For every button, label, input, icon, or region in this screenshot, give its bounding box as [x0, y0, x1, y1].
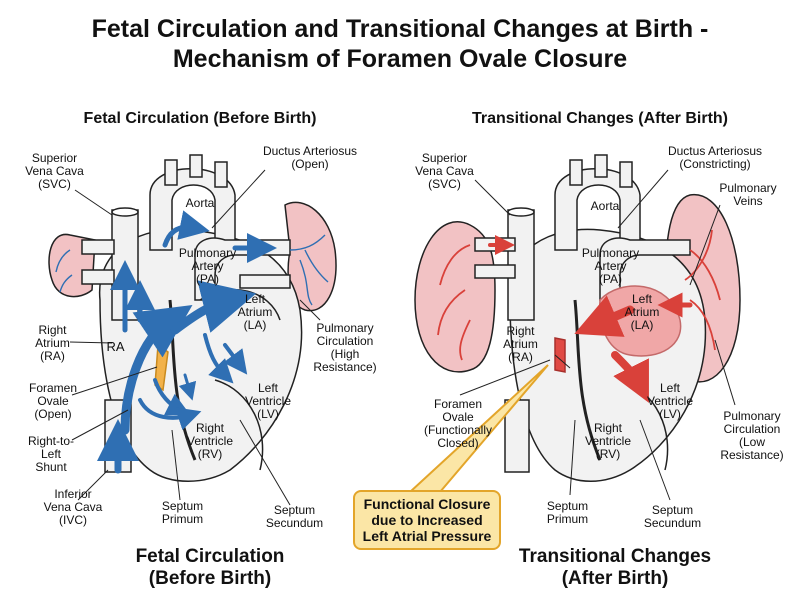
flow-rv-3 [138, 398, 202, 431]
right-label-aorta: Aorta [590, 199, 620, 213]
left-flow-arrows [97, 210, 277, 474]
right-caption: Transitional Changes(After Birth) [518, 546, 712, 589]
left-panel-heading: Fetal Circulation (Before Birth) [83, 110, 317, 127]
left-label-aorta: Aorta [185, 196, 215, 210]
right-flow-arrows [488, 235, 693, 403]
left-aorta-branch-2 [189, 154, 203, 178]
flow-shunt [120, 305, 193, 435]
right-aorta-branch-1 [569, 159, 583, 186]
right-svc-opening [507, 207, 535, 217]
right-foramen-closed [554, 337, 566, 373]
flow-la-to-lv [611, 351, 649, 403]
left-aorta-branch-1 [164, 159, 178, 186]
closure-callout: Functional Closure due to Increased Left… [353, 490, 501, 550]
left-svc-opening [111, 207, 139, 217]
flow-lv-2 [223, 343, 248, 375]
page-title-line-1: Fetal Circulation and Transitional Chang… [91, 15, 709, 43]
right-vessel-2 [474, 264, 516, 279]
left-lung-veins [55, 234, 329, 306]
flow-la-pressure [574, 295, 635, 337]
right-panel-heading: Transitional Changes (After Birth) [471, 110, 729, 127]
right-pulmonary-artery [599, 237, 691, 301]
left-vessel-2 [81, 269, 115, 285]
right-aorta [554, 168, 641, 251]
left-caption: Fetal Circulation(Before Birth) [135, 546, 285, 589]
left-label-ductus: Ductus Arteriosus(Open) [262, 144, 358, 171]
flow-rv-2 [178, 373, 197, 401]
left-aorta-branch-3 [214, 161, 228, 188]
right-aorta-branch-2 [594, 154, 608, 178]
flow-lv-1 [203, 333, 234, 384]
left-label-ra-inside: RA [106, 339, 125, 354]
page-title-line-2: Mechanism of Foramen Ovale Closure [172, 45, 628, 73]
right-leader-lines [459, 169, 736, 501]
left-vessel-3 [239, 274, 291, 289]
right-aorta-branch-3 [619, 161, 633, 188]
right-lung-vessels [437, 229, 721, 361]
flow-to-la [170, 280, 257, 335]
right-label-ductus: Ductus Arteriosus(Constricting) [667, 144, 763, 171]
page-title: Fetal Circulation and Transitional Chang… [0, 14, 800, 74]
left-leader-lines [69, 169, 321, 506]
left-vessel-1 [81, 239, 115, 255]
left-aorta [149, 168, 236, 251]
flow-aorta [162, 210, 210, 248]
